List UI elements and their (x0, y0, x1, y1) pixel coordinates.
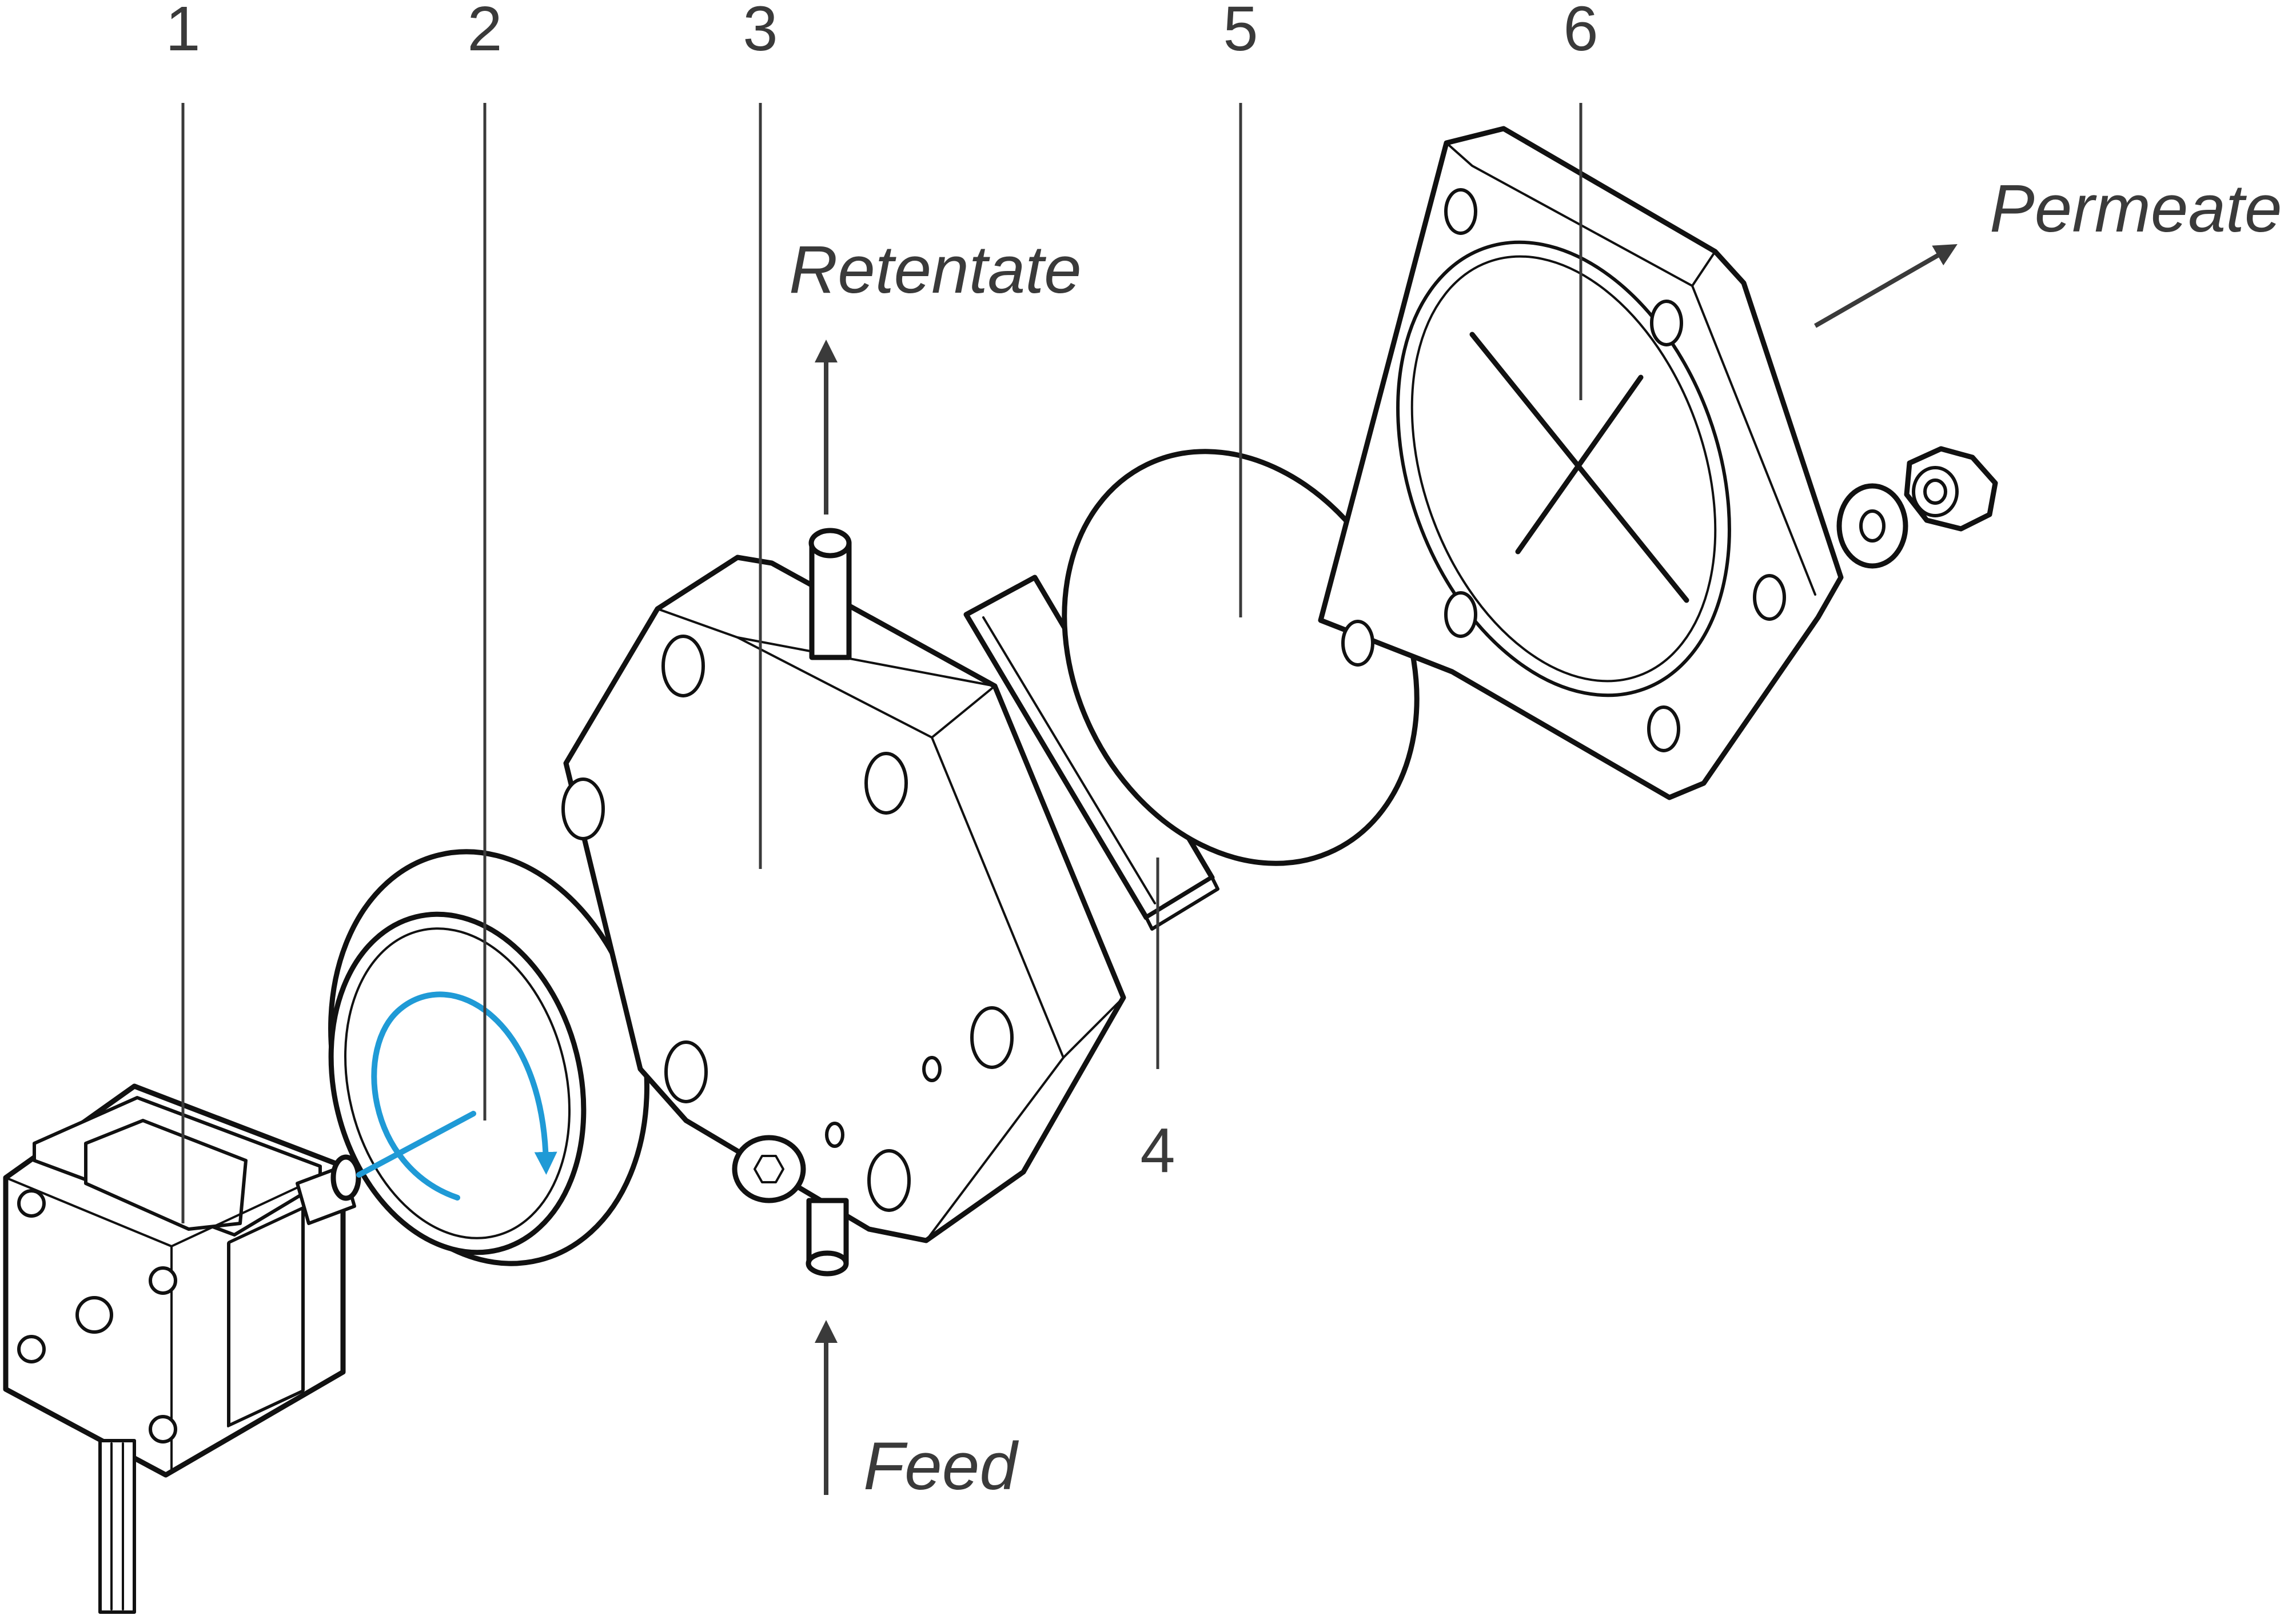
cap-nut (1904, 446, 1998, 532)
feed-label: Feed (863, 1429, 1019, 1504)
rotor-disc (328, 849, 649, 1266)
gasket-strip (963, 575, 1219, 931)
part-label-3: 3 (743, 0, 778, 64)
part-label-5: 5 (1223, 0, 1258, 64)
rotation-arrow-icon (371, 991, 557, 1201)
part-number-labels: 1 2 3 4 5 6 (165, 0, 1598, 1186)
filter-housing (561, 528, 1126, 1277)
stepper-motor (3, 1083, 361, 1614)
permeate-arrow-icon (1814, 244, 1958, 328)
permeate-label: Permeate (1990, 171, 2282, 246)
leader-lines (181, 103, 1583, 1223)
part-label-6: 6 (1563, 0, 1598, 64)
part-label-4: 4 (1140, 1115, 1175, 1186)
flow-indicators: Retentate Feed Permeate (789, 171, 2282, 1504)
end-plate (1318, 126, 1844, 800)
retentate-label: Retentate (789, 232, 1082, 308)
washer (1836, 483, 1908, 569)
part-label-2: 2 (467, 0, 502, 64)
part-label-1: 1 (165, 0, 200, 64)
